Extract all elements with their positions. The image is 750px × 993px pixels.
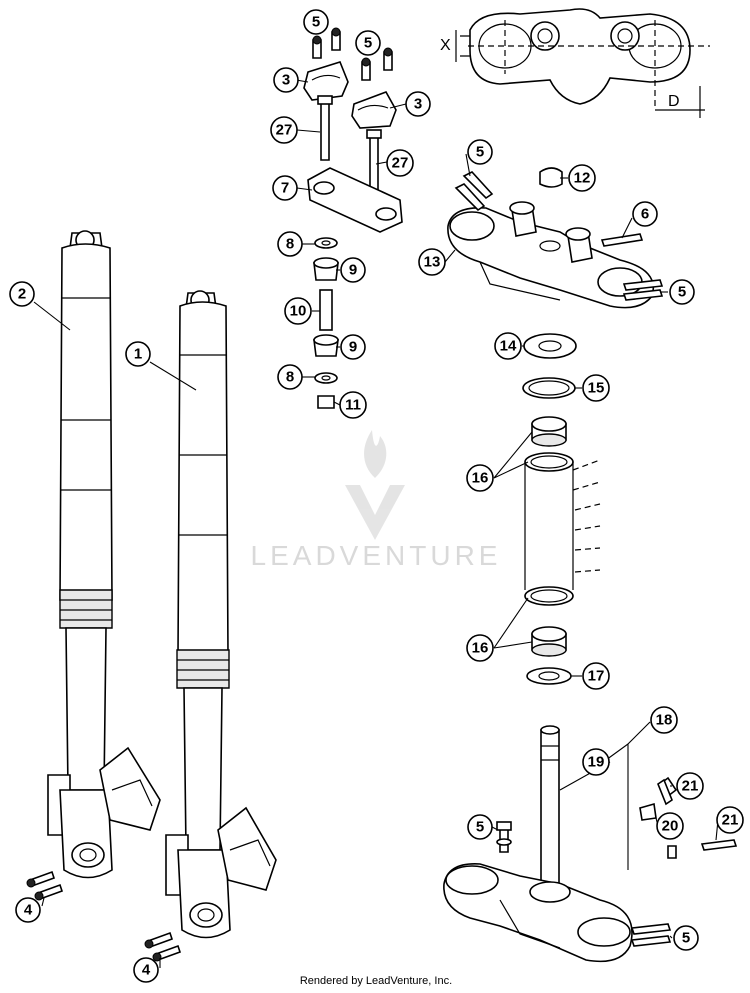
svg-text:3: 3 [414, 96, 422, 113]
lower-triple-clamp-with-stem [443, 725, 738, 963]
handlebar-clamp-group [303, 27, 403, 409]
callout-17: 17 [582, 662, 610, 690]
callout-5-lower-clamp-top: 5 [467, 814, 493, 840]
callout-21-bottom: 21 [716, 806, 744, 834]
callout-20: 20 [656, 812, 684, 840]
callout-5-lower-clamp-pinch: 5 [673, 925, 699, 951]
svg-text:5: 5 [476, 819, 484, 836]
svg-text:9: 9 [349, 339, 357, 356]
upper-triple-clamp [447, 167, 664, 309]
leader-lines [33, 79, 719, 968]
axle-clamp-bolts-right [144, 931, 182, 962]
svg-text:21: 21 [722, 812, 739, 829]
fork-leg-left [47, 230, 161, 879]
callout-6: 6 [632, 201, 658, 227]
svg-text:5: 5 [682, 930, 690, 947]
svg-text:14: 14 [500, 338, 517, 355]
svg-text:18: 18 [656, 712, 673, 729]
fork-leg-right [165, 290, 277, 939]
svg-text:13: 13 [424, 254, 441, 271]
svg-text:10: 10 [290, 303, 307, 320]
svg-text:16: 16 [472, 640, 489, 657]
callout-5-upper-clamp-pinch: 5 [669, 279, 695, 305]
callout-16-top: 16 [466, 464, 494, 492]
svg-text:7: 7 [281, 180, 289, 197]
dimension-d-label: D [668, 93, 680, 110]
svg-text:27: 27 [392, 155, 409, 172]
svg-text:15: 15 [588, 380, 605, 397]
upper-triple-clamp-top-view [455, 8, 710, 118]
svg-text:1: 1 [134, 346, 142, 363]
callout-8-bottom: 8 [277, 364, 303, 390]
svg-text:2: 2 [18, 286, 26, 303]
callout-9-top: 9 [340, 257, 366, 283]
svg-text:6: 6 [641, 206, 649, 223]
callout-1: 1 [125, 341, 151, 367]
svg-text:5: 5 [678, 284, 686, 301]
callout-27-bolt-left: 27 [270, 116, 298, 144]
callout-10: 10 [284, 297, 312, 325]
svg-text:5: 5 [364, 35, 372, 52]
footer-credit: Rendered by LeadVenture, Inc. [300, 975, 452, 987]
callout-16-bottom: 16 [466, 634, 494, 662]
callout-15: 15 [582, 374, 610, 402]
callout-21-top: 21 [676, 772, 704, 800]
callout-19: 19 [582, 748, 610, 776]
callout-7: 7 [272, 175, 298, 201]
svg-text:5: 5 [312, 14, 320, 31]
callout-12: 12 [568, 164, 596, 192]
callout-2: 2 [9, 281, 35, 307]
svg-text:3: 3 [282, 72, 290, 89]
svg-text:8: 8 [286, 236, 294, 253]
svg-text:19: 19 [588, 754, 605, 771]
callout-5-upper-clamp-bolt: 5 [467, 139, 493, 165]
svg-text:5: 5 [476, 144, 484, 161]
svg-text:4: 4 [142, 962, 151, 979]
svg-text:27: 27 [276, 122, 293, 139]
svg-text:20: 20 [662, 818, 679, 835]
callout-18: 18 [650, 706, 678, 734]
svg-text:11: 11 [345, 397, 361, 414]
leadventure-watermark-logo [345, 430, 405, 540]
callout-5-clamp-screw-b: 5 [355, 30, 381, 56]
steering-bearing-stack [522, 333, 601, 685]
callout-9-bottom: 9 [340, 334, 366, 360]
dimension-x-label: X [440, 37, 451, 54]
svg-text:9: 9 [349, 262, 357, 279]
callout-3-clamp-right: 3 [405, 91, 431, 117]
callout-14: 14 [494, 332, 522, 360]
callout-3-clamp-left: 3 [273, 67, 299, 93]
callout-5-clamp-screw-a: 5 [303, 9, 329, 35]
axle-clamp-bolts-left [26, 870, 64, 901]
callout-11: 11 [339, 391, 367, 419]
svg-text:12: 12 [574, 170, 591, 187]
callout-13: 13 [418, 248, 446, 276]
callout-27-bolt-right: 27 [386, 149, 414, 177]
svg-text:4: 4 [24, 902, 33, 919]
svg-text:21: 21 [682, 778, 699, 795]
svg-text:8: 8 [286, 369, 294, 386]
callout-4-left: 4 [15, 897, 41, 923]
watermark-text: LEADVENTURE [251, 540, 502, 571]
callout-4-right: 4 [133, 957, 159, 983]
callout-8-top: 8 [277, 231, 303, 257]
svg-text:16: 16 [472, 470, 489, 487]
svg-text:17: 17 [588, 668, 605, 685]
